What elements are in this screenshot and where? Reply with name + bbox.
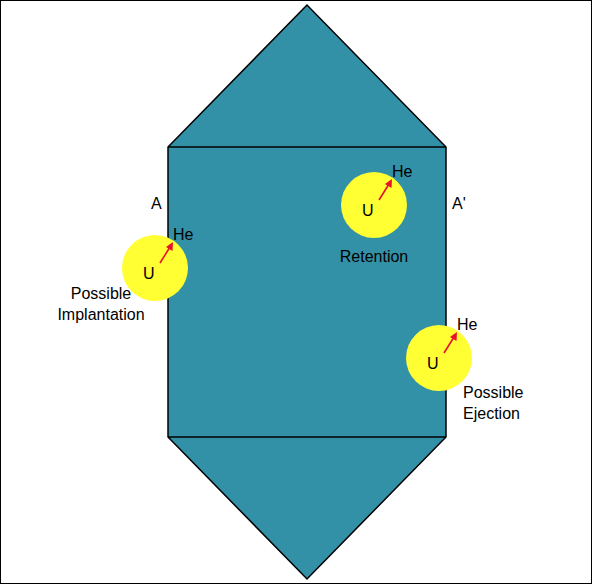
process-caption: Retention	[326, 246, 422, 267]
uranium-grain: UHePossible Implantation	[122, 235, 188, 301]
helium-label: He	[457, 315, 477, 335]
uranium-grain: UHePossible Ejection	[406, 325, 472, 391]
uranium-label: U	[143, 264, 155, 284]
process-caption: Possible Implantation	[45, 283, 157, 325]
alpha-arrow	[122, 235, 188, 301]
crystal-shape	[168, 5, 446, 579]
uranium-label: U	[427, 354, 439, 374]
process-caption: Possible Ejection	[463, 382, 555, 424]
helium-label: He	[392, 162, 412, 182]
section-marker: A	[151, 194, 162, 214]
helium-label: He	[173, 225, 193, 245]
crystal-edge	[168, 436, 446, 438]
alpha-arrow	[406, 325, 472, 391]
uranium-grain: UHeRetention	[341, 172, 407, 238]
alpha-arrow	[341, 172, 407, 238]
uranium-label: U	[362, 201, 374, 221]
crystal-edge	[168, 146, 446, 148]
section-marker: A'	[452, 194, 466, 214]
